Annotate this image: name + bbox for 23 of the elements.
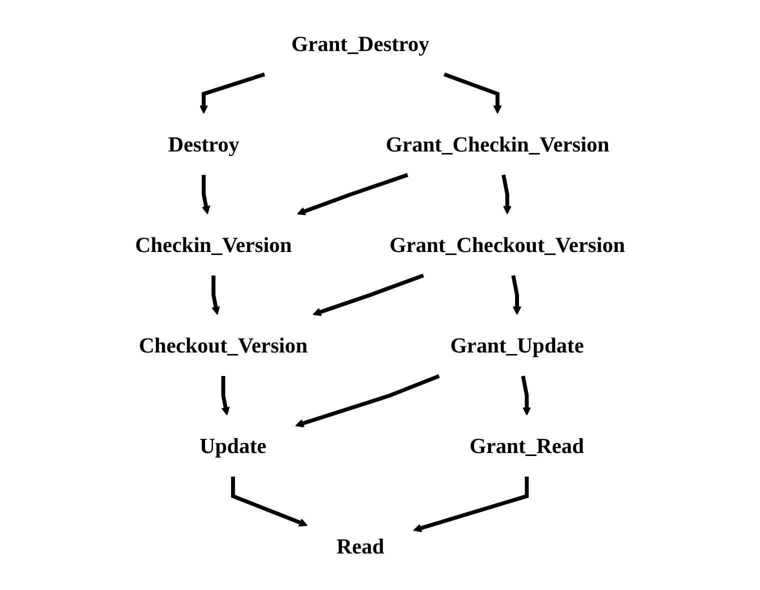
node-text: Grant_Checkout_Version bbox=[389, 232, 625, 257]
node-text: Update bbox=[200, 434, 266, 458]
arrow bbox=[312, 274, 424, 316]
arrow bbox=[502, 174, 512, 214]
arrow bbox=[296, 173, 408, 216]
arrow bbox=[511, 275, 522, 315]
arrow bbox=[199, 72, 266, 114]
node-text: Checkout_Version bbox=[138, 333, 308, 358]
arrow bbox=[211, 275, 220, 315]
arrow bbox=[231, 476, 308, 527]
node-text: Grant_Destroy bbox=[291, 31, 430, 56]
node-text: Grant_Checkin_Version bbox=[386, 132, 610, 156]
node-text: Grant_Read bbox=[469, 434, 584, 458]
node-text: Grant_Update bbox=[450, 333, 584, 358]
node-text: Checkin_Version bbox=[135, 232, 292, 257]
arrow bbox=[444, 72, 502, 114]
arrow bbox=[521, 376, 532, 416]
arrow bbox=[413, 476, 529, 532]
arrow bbox=[295, 374, 440, 428]
arrow bbox=[221, 376, 230, 416]
node-text: Read bbox=[336, 534, 384, 559]
arrow bbox=[202, 174, 210, 214]
node-text: Destroy bbox=[168, 132, 240, 156]
